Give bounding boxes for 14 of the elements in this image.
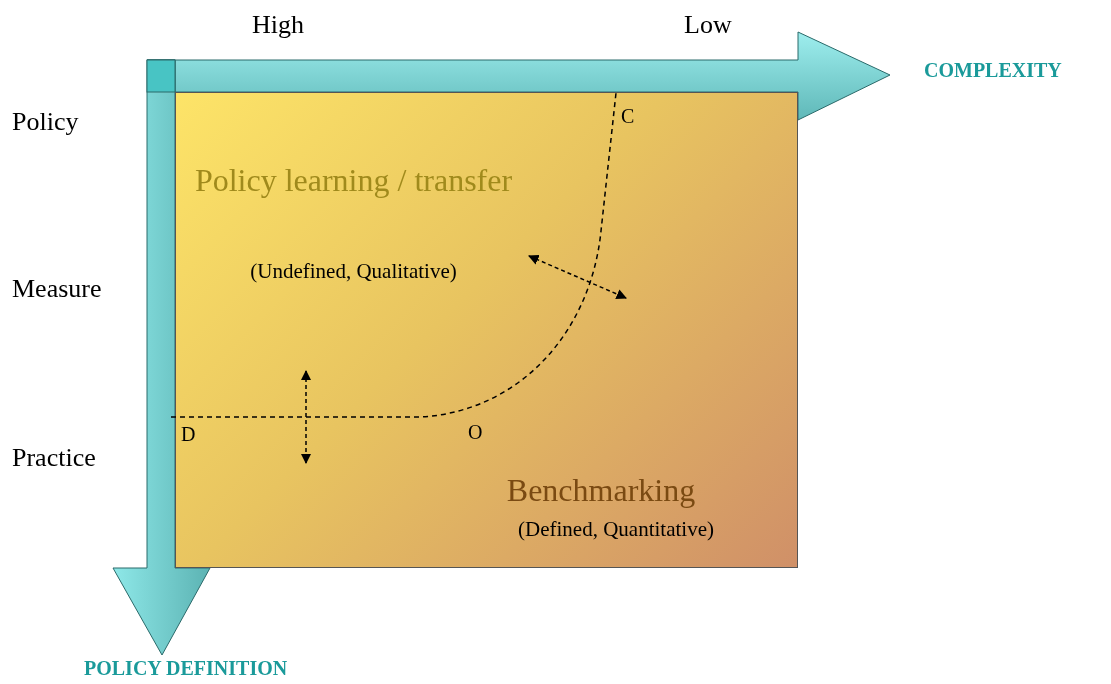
axis-label: Practice bbox=[12, 445, 96, 471]
axis-title: POLICY DEFINITION bbox=[84, 658, 288, 678]
region-title: Policy learning / transfer bbox=[193, 161, 514, 200]
axis-label: Policy bbox=[12, 109, 79, 135]
axis-title: COMPLEXITY bbox=[924, 60, 1062, 80]
region-subtitle: (Defined, Quantitative) bbox=[517, 516, 715, 543]
region-title: Benchmarking bbox=[505, 471, 697, 510]
point-label: C bbox=[621, 106, 635, 126]
point-label: D bbox=[181, 424, 196, 444]
axis-label: High bbox=[252, 12, 304, 38]
region-subtitle: (Undefined, Qualitative) bbox=[249, 258, 458, 285]
point-label: O bbox=[468, 422, 483, 442]
axis-label: Measure bbox=[12, 276, 102, 302]
axis-label: Low bbox=[684, 12, 732, 38]
